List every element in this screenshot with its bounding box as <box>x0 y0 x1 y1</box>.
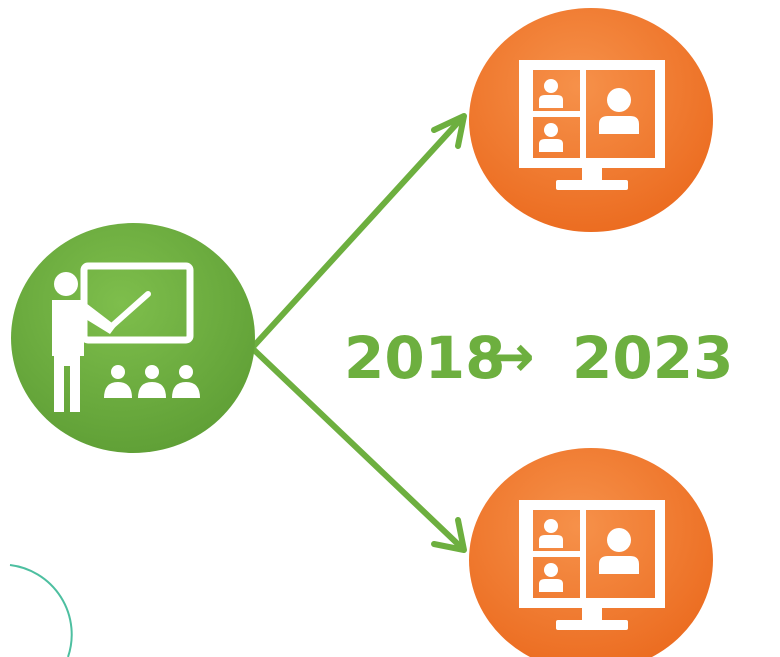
arrow-to-bottom <box>249 345 467 553</box>
video-conference-monitor-icon <box>519 60 665 190</box>
target-node-bottom <box>469 448 713 657</box>
video-conference-monitor-icon <box>519 500 665 630</box>
year-from: 2018 <box>344 324 505 392</box>
target-node-top <box>469 8 713 232</box>
year-transition: 2018 → 2023 <box>344 322 733 392</box>
source-node-teacher <box>11 223 255 453</box>
teacher-classroom-icon <box>52 262 200 412</box>
year-to: 2023 <box>572 324 733 392</box>
transition-arrow-icon: → <box>486 322 535 390</box>
decorative-arc <box>9 564 73 657</box>
arrow-to-top <box>249 113 467 351</box>
